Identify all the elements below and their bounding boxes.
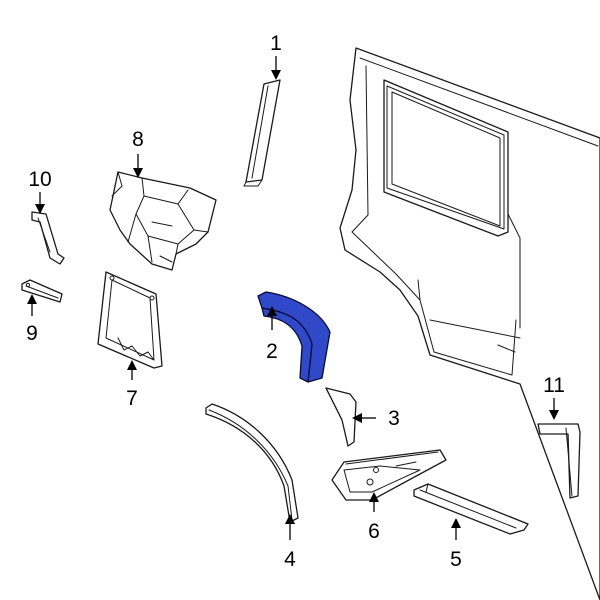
part-9-plate <box>21 279 63 303</box>
callout-10: 10 <box>28 168 51 191</box>
callout-5: 5 <box>450 548 462 571</box>
part-10-bracket <box>31 211 65 265</box>
callout-9: 9 <box>26 322 38 345</box>
leader-lines <box>27 56 559 540</box>
callout-3: 3 <box>388 407 400 430</box>
callout-6: 6 <box>368 520 380 543</box>
callout-labels: 1 2 3 4 5 6 7 8 9 10 11 <box>26 32 565 571</box>
part-5-rocker-molding <box>413 483 529 535</box>
part-7-mud-flap <box>97 271 163 369</box>
part-8-splash-housing <box>109 171 217 271</box>
callout-11: 11 <box>543 374 565 397</box>
part-11-corner-trim <box>537 423 581 499</box>
callout-8: 8 <box>132 128 144 151</box>
part-2-wheel-arch-liner <box>257 291 331 383</box>
part-1-pillar-trim <box>243 79 281 187</box>
part-6-step-sill <box>331 449 447 501</box>
part-4-wheel-molding <box>205 403 299 523</box>
callout-4: 4 <box>284 548 296 571</box>
callout-7: 7 <box>126 387 138 410</box>
side-panel <box>339 47 600 600</box>
callout-2: 2 <box>266 340 278 363</box>
callout-1: 1 <box>270 32 282 55</box>
part-3-bracket <box>325 387 357 447</box>
